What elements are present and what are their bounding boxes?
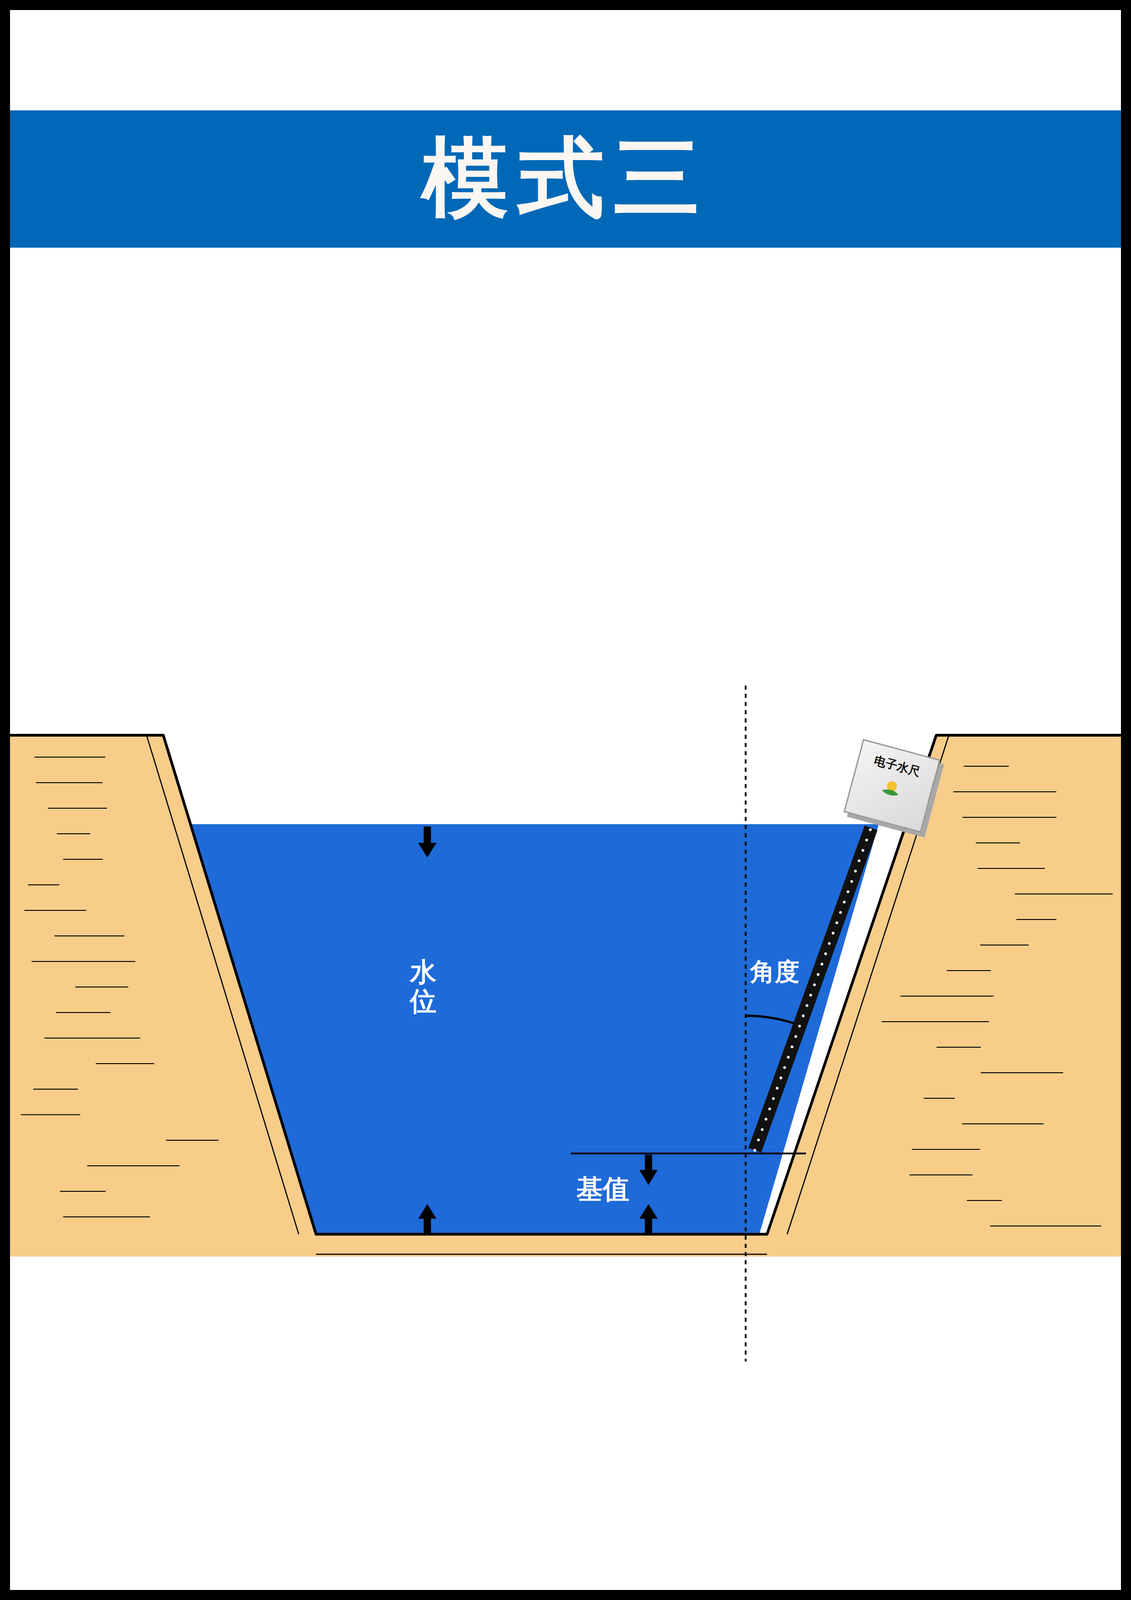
soil-hatch-line: [87, 1165, 180, 1167]
soil-hatch-line: [56, 1011, 111, 1013]
soil-hatch-line: [962, 816, 1057, 818]
logo-icon: [877, 774, 906, 803]
soil-hatch-line: [47, 807, 108, 809]
soil-hatch-line: [54, 935, 125, 937]
soil-hatch-line: [63, 1216, 151, 1218]
soil-hatch-line: [59, 1190, 106, 1192]
rod-sensor-dots: [754, 827, 872, 1151]
soil-hatch-line: [953, 791, 1057, 793]
soil-hatch-line: [24, 909, 87, 911]
soil-hatch-line: [75, 986, 129, 988]
dimension-arrows: [418, 826, 658, 1235]
soil-hatch-line: [33, 1088, 78, 1090]
soil-hatch-line: [881, 1021, 989, 1023]
gauge-rod: [754, 827, 872, 1151]
soil-hatch-line: [911, 1148, 980, 1150]
soil-hatch-line: [166, 1139, 219, 1141]
soil-hatch-line: [62, 858, 103, 860]
vertical-reference: [744, 685, 747, 1362]
soil-hatch-line: [1016, 918, 1057, 920]
angle-label: 角度: [750, 955, 800, 989]
soil-hatch-line: [900, 995, 994, 997]
soil-hatch-line: [34, 756, 105, 758]
title-band: [6, 110, 1125, 248]
page-title: 模式三: [421, 120, 710, 238]
soil-hatch-line: [963, 765, 1009, 767]
soil-hatch-line: [27, 884, 60, 886]
soil-hatch-line: [923, 1097, 955, 1099]
soil-hatch-line: [57, 833, 91, 835]
soil-hatch-line: [961, 1123, 1044, 1125]
soil-hatch-line: [20, 1114, 81, 1116]
soil-hatch-line: [1014, 893, 1113, 895]
angle-arc: [745, 1015, 800, 1026]
page-frame: [5, 5, 1126, 1595]
soil-hatch-line: [936, 1046, 981, 1048]
soil-ground: [6, 735, 1125, 1257]
base-line: [570, 1152, 806, 1155]
soil-hatch-line: [36, 782, 103, 784]
soil-hatch-line: [966, 1199, 1002, 1201]
soil-hatch-line: [980, 944, 1029, 946]
soil-hatch-line: [44, 1037, 141, 1039]
lining-line: [146, 736, 299, 1235]
soil-hatch-line: [946, 970, 991, 971]
soil-hatch-line: [31, 960, 136, 962]
device-label: 电子水尺: [862, 749, 933, 784]
water-level-label: 水位: [409, 957, 437, 1017]
water-body: [190, 824, 879, 1235]
base-value-label: 基值: [576, 1171, 630, 1208]
soil-hatch-line: [95, 1063, 155, 1064]
soil-hatch-line: [975, 842, 1021, 844]
soil-hatch-line: [980, 1072, 1064, 1074]
bed-line: [316, 1253, 768, 1256]
soil-hatch-line: [909, 1174, 973, 1176]
channel-outline: [6, 735, 1125, 1235]
soil-hatch-line: [977, 867, 1045, 869]
soil-hatch-line: [990, 1225, 1102, 1227]
soil-hatch: [20, 757, 1113, 1226]
